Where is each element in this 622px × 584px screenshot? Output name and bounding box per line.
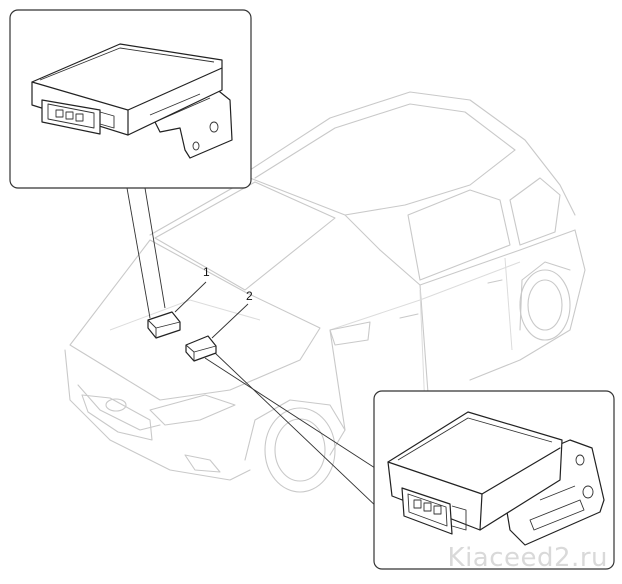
watermark: Kiaceed2.ru [447,543,608,573]
inset-module-1 [9,9,252,189]
module-2-on-car [185,335,217,362]
callout-number-1: 1 [203,265,210,279]
inset-module-2 [373,390,615,570]
callout-number-2: 2 [246,289,253,303]
module-1-on-car [147,311,181,339]
car-illustration [64,91,586,493]
callout-leaders [126,187,381,511]
